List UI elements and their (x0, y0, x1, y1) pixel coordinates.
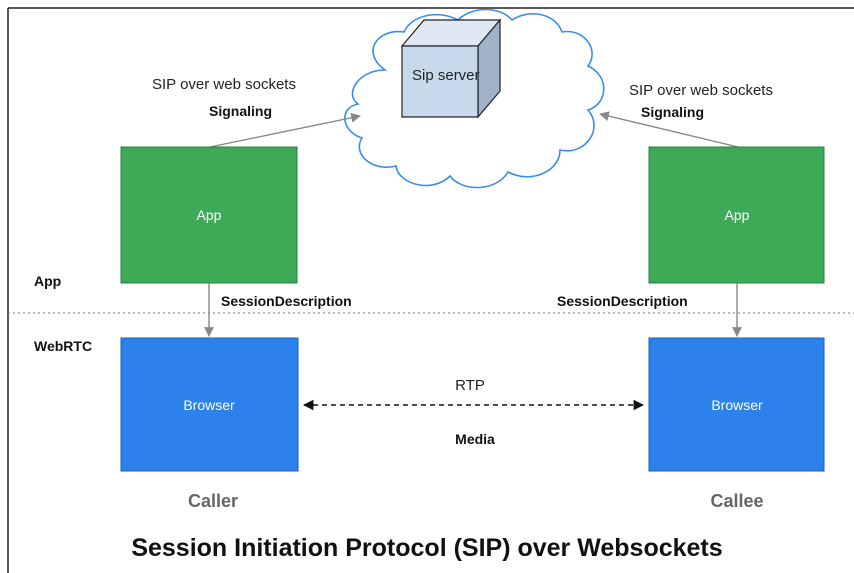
sip-server-label: Sip server (412, 67, 480, 84)
left-browser-box (120, 337, 299, 472)
right-signaling-arrow (599, 111, 739, 148)
right-app-label: App (725, 207, 750, 223)
left-browser-label: Browser (183, 397, 235, 413)
right-app-box (648, 146, 825, 284)
right-browser-box (648, 337, 825, 472)
rtp-label: RTP (455, 377, 485, 394)
left-transport-label: SIP over web sockets (152, 76, 296, 93)
callee-label: Callee (710, 491, 763, 511)
sip-server-cube (400, 18, 502, 119)
right-signaling-label: Signaling (641, 104, 704, 120)
left-signaling-arrow (209, 112, 361, 148)
left-app-box (120, 146, 298, 284)
left-signaling-label: Signaling (209, 103, 272, 119)
right-browser-label: Browser (711, 397, 763, 413)
media-label: Media (455, 431, 495, 447)
diagram-title: Session Initiation Protocol (SIP) over W… (131, 534, 723, 562)
left-app-label: App (197, 207, 222, 223)
caller-label: Caller (188, 491, 238, 511)
right-transport-label: SIP over web sockets (629, 82, 773, 99)
left-session-label: SessionDescription (221, 293, 352, 309)
app-layer-label: App (34, 273, 61, 289)
webrtc-layer-label: WebRTC (34, 338, 92, 354)
right-session-label: SessionDescription (557, 293, 688, 309)
